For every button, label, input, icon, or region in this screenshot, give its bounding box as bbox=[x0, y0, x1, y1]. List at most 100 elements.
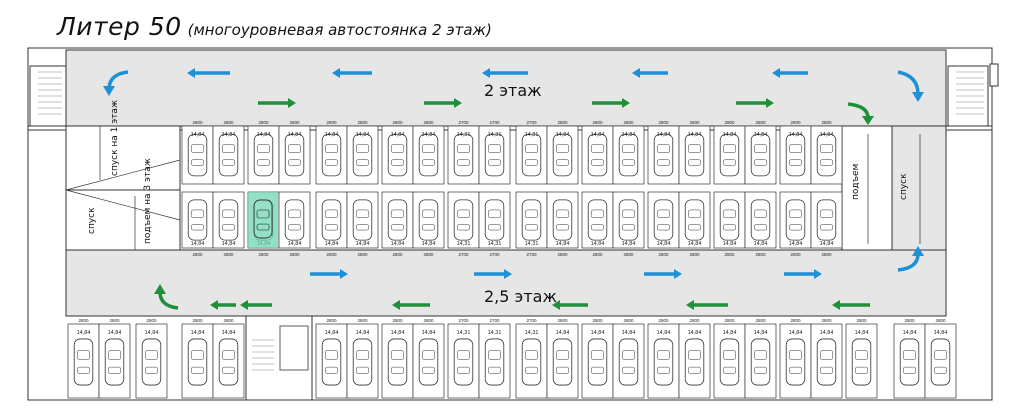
parking-spot[interactable] bbox=[713, 125, 746, 185]
parking-spot[interactable] bbox=[412, 125, 445, 185]
parking-spot[interactable] bbox=[779, 191, 812, 249]
parking-spot[interactable] bbox=[713, 191, 746, 249]
parking-spot[interactable] bbox=[346, 125, 379, 185]
parking-spot[interactable] bbox=[546, 191, 579, 249]
car-rear-window bbox=[723, 224, 736, 231]
spot-outline bbox=[713, 323, 746, 399]
traffic-arrows bbox=[103, 68, 924, 310]
car-icon bbox=[653, 199, 674, 241]
parking-spot[interactable] bbox=[515, 125, 548, 185]
arrow-left-blue bbox=[632, 68, 668, 78]
parking-spot[interactable] bbox=[678, 323, 711, 399]
car-windshield bbox=[820, 144, 833, 153]
spot-label: 14,31 bbox=[457, 241, 471, 247]
parking-spot[interactable] bbox=[447, 191, 480, 249]
parking-spot[interactable] bbox=[515, 323, 548, 399]
parking-spot[interactable] bbox=[181, 323, 214, 399]
car-rear-window bbox=[556, 366, 569, 374]
parking-spot[interactable] bbox=[346, 323, 379, 399]
parking-spot[interactable] bbox=[612, 323, 645, 399]
car-icon bbox=[750, 199, 771, 241]
parking-spot[interactable] bbox=[581, 323, 614, 399]
spot-outline bbox=[346, 125, 379, 185]
spot-outline bbox=[546, 323, 579, 399]
parking-spot[interactable] bbox=[515, 191, 548, 249]
parking-spot[interactable] bbox=[893, 323, 926, 399]
highlighted-spot-car bbox=[253, 199, 273, 239]
arrow-right-blue bbox=[644, 269, 682, 279]
floor-label-upper: 2 этаж bbox=[484, 81, 542, 100]
parking-spot[interactable] bbox=[478, 323, 511, 399]
parking-spot[interactable] bbox=[647, 125, 680, 185]
parking-spot[interactable] bbox=[381, 125, 414, 185]
car-windshield bbox=[525, 350, 538, 360]
parking-spot[interactable] bbox=[810, 191, 843, 249]
parking-spot[interactable] bbox=[581, 191, 614, 249]
car-icon bbox=[484, 199, 505, 241]
parking-spot[interactable] bbox=[546, 125, 579, 185]
parking-spot[interactable] bbox=[278, 191, 311, 249]
parking-spot[interactable] bbox=[810, 125, 843, 185]
spot-label: 2800 bbox=[755, 252, 766, 257]
parking-spot[interactable] bbox=[212, 125, 245, 185]
parking-spot[interactable] bbox=[412, 323, 445, 399]
parking-spot[interactable] bbox=[478, 125, 511, 185]
parking-spot[interactable] bbox=[779, 125, 812, 185]
parking-spot[interactable] bbox=[581, 125, 614, 185]
parking-spot[interactable] bbox=[546, 323, 579, 399]
parking-spot[interactable] bbox=[412, 191, 445, 249]
parking-spot[interactable] bbox=[212, 323, 245, 399]
parking-spot[interactable] bbox=[447, 125, 480, 185]
parking-spot[interactable] bbox=[135, 323, 168, 399]
parking-spot[interactable] bbox=[98, 323, 131, 399]
parking-spot[interactable] bbox=[678, 191, 711, 249]
parking-spot[interactable] bbox=[315, 323, 348, 399]
car-rear-window bbox=[754, 159, 767, 166]
car-rear-window bbox=[556, 224, 569, 231]
parking-spot[interactable] bbox=[744, 191, 777, 249]
parking-spot[interactable] bbox=[247, 125, 280, 185]
parking-spot[interactable] bbox=[845, 323, 878, 399]
parking-spot[interactable] bbox=[647, 323, 680, 399]
spot-label: 14,84 bbox=[934, 330, 948, 336]
parking-spot[interactable] bbox=[647, 191, 680, 249]
car-windshield bbox=[855, 350, 868, 360]
parking-spot[interactable] bbox=[678, 125, 711, 185]
parking-spot[interactable] bbox=[924, 323, 957, 399]
parking-spot[interactable] bbox=[181, 191, 214, 249]
parking-spot[interactable] bbox=[744, 323, 777, 399]
parking-spot[interactable] bbox=[447, 323, 480, 399]
parking-spot[interactable] bbox=[381, 323, 414, 399]
parking-spot[interactable] bbox=[612, 125, 645, 185]
spot-label: 14,84 bbox=[657, 132, 671, 138]
car-icon bbox=[618, 133, 639, 177]
parking-spot[interactable] bbox=[713, 323, 746, 399]
spot-label: 14,84 bbox=[391, 241, 405, 247]
car-windshield bbox=[820, 350, 833, 360]
parking-spot[interactable] bbox=[278, 125, 311, 185]
highlighted-spot[interactable] bbox=[248, 192, 278, 248]
car-rear-window bbox=[820, 366, 833, 374]
parking-spot[interactable] bbox=[744, 125, 777, 185]
spot-outline bbox=[647, 323, 680, 399]
parking-spot[interactable] bbox=[346, 191, 379, 249]
car-rear-window bbox=[391, 159, 404, 166]
car-icon bbox=[218, 338, 239, 386]
parking-spot[interactable] bbox=[810, 323, 843, 399]
car-windshield bbox=[391, 350, 404, 360]
car-icon bbox=[785, 338, 806, 386]
car-rear-window bbox=[820, 224, 833, 231]
parking-spot[interactable] bbox=[315, 191, 348, 249]
car-icon bbox=[484, 133, 505, 177]
car-windshield bbox=[789, 209, 802, 219]
parking-spot[interactable] bbox=[779, 323, 812, 399]
parking-spot[interactable] bbox=[381, 191, 414, 249]
ramp-up-to-3-label: подъем на 3 этаж bbox=[143, 158, 153, 244]
car-rear-window bbox=[754, 224, 767, 231]
parking-spot[interactable] bbox=[212, 191, 245, 249]
arrow-right-blue bbox=[474, 269, 512, 279]
parking-spot[interactable] bbox=[612, 191, 645, 249]
parking-spot[interactable] bbox=[478, 191, 511, 249]
car-windshield bbox=[222, 144, 235, 153]
parking-spot[interactable] bbox=[67, 323, 100, 399]
